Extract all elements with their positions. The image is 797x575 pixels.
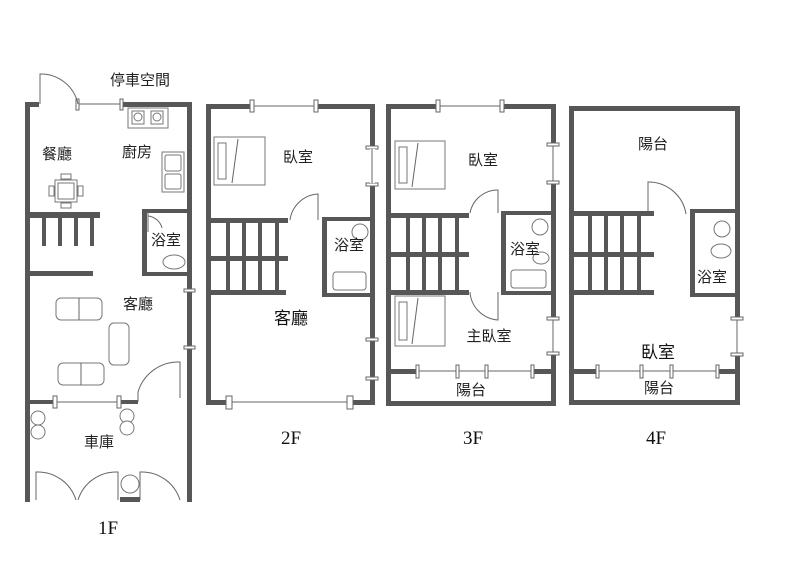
floor-4f: 陽台 浴室 臥室 陽台 4F	[569, 106, 744, 449]
floor-label: 3F	[463, 428, 483, 449]
toilet-icon	[532, 251, 550, 265]
garage-door-right[interactable]	[139, 471, 181, 501]
door[interactable]	[469, 291, 499, 321]
room-label: 客廳	[123, 295, 153, 313]
window-frame	[119, 98, 124, 111]
bathtub-icon	[332, 271, 367, 291]
sink-icon	[161, 151, 185, 193]
floor-1f: 停車空間 餐廳 廚房 浴室 客廳 車庫 1F	[25, 71, 196, 539]
floor-label: 4F	[646, 428, 666, 449]
dining-table-icon	[48, 173, 84, 209]
door	[147, 213, 163, 232]
staircase	[572, 211, 654, 295]
garage-door-left-2[interactable]	[77, 471, 119, 501]
wall	[122, 102, 192, 107]
door[interactable]	[289, 193, 319, 221]
room-label: 廚房	[122, 143, 152, 161]
room-label: 主臥室	[466, 327, 511, 345]
room-label: 浴室	[334, 236, 364, 254]
wall	[187, 102, 192, 502]
floor-label: 2F	[281, 428, 301, 449]
room-label: 臥室	[283, 148, 313, 166]
toilet-icon	[710, 243, 732, 259]
window-frame	[75, 98, 80, 111]
wall	[27, 400, 54, 404]
room-label: 浴室	[697, 268, 727, 286]
room-label: 浴室	[151, 231, 181, 249]
sofa-icon	[55, 297, 130, 386]
sink-icon	[531, 218, 549, 236]
bathroom-2f	[322, 217, 374, 297]
sink-icon	[713, 220, 731, 238]
wall	[25, 102, 39, 107]
staircase	[389, 213, 469, 295]
floor-label: 1F	[98, 518, 118, 539]
bathtub-icon	[510, 269, 547, 289]
staircase	[27, 212, 100, 276]
staircase	[208, 218, 288, 295]
plant-icon	[30, 408, 140, 494]
door[interactable]	[469, 189, 499, 214]
room-label: 客廳	[274, 309, 308, 329]
bathroom-1f	[142, 209, 190, 276]
bathroom-3f	[501, 211, 554, 295]
room-label: 臥室	[641, 343, 675, 363]
floor-2f: 臥室 浴室 客廳 2F	[206, 99, 379, 449]
room-label: 餐廳	[42, 145, 72, 163]
garage-door-left[interactable]	[35, 471, 77, 501]
room-label: 浴室	[510, 240, 540, 258]
window	[183, 345, 196, 350]
room-label: 陽台	[644, 379, 674, 397]
window	[183, 288, 196, 293]
garage-door[interactable]	[137, 361, 181, 402]
bathroom-4f	[690, 209, 738, 297]
entry-door[interactable]	[39, 73, 79, 105]
door[interactable]	[647, 181, 687, 215]
floor-3f: 臥室 浴室 主臥室 陽台 3F	[386, 99, 560, 449]
room-label: 陽台	[638, 135, 668, 153]
toilet-icon	[162, 254, 186, 270]
wall	[25, 102, 30, 502]
room-label: 停車空間	[110, 71, 170, 89]
sink-icon	[351, 223, 369, 241]
stove-icon	[127, 107, 169, 129]
room-label: 車庫	[84, 433, 114, 451]
wall	[120, 400, 138, 404]
room-label: 陽台	[456, 381, 486, 399]
room-label: 臥室	[468, 151, 498, 169]
